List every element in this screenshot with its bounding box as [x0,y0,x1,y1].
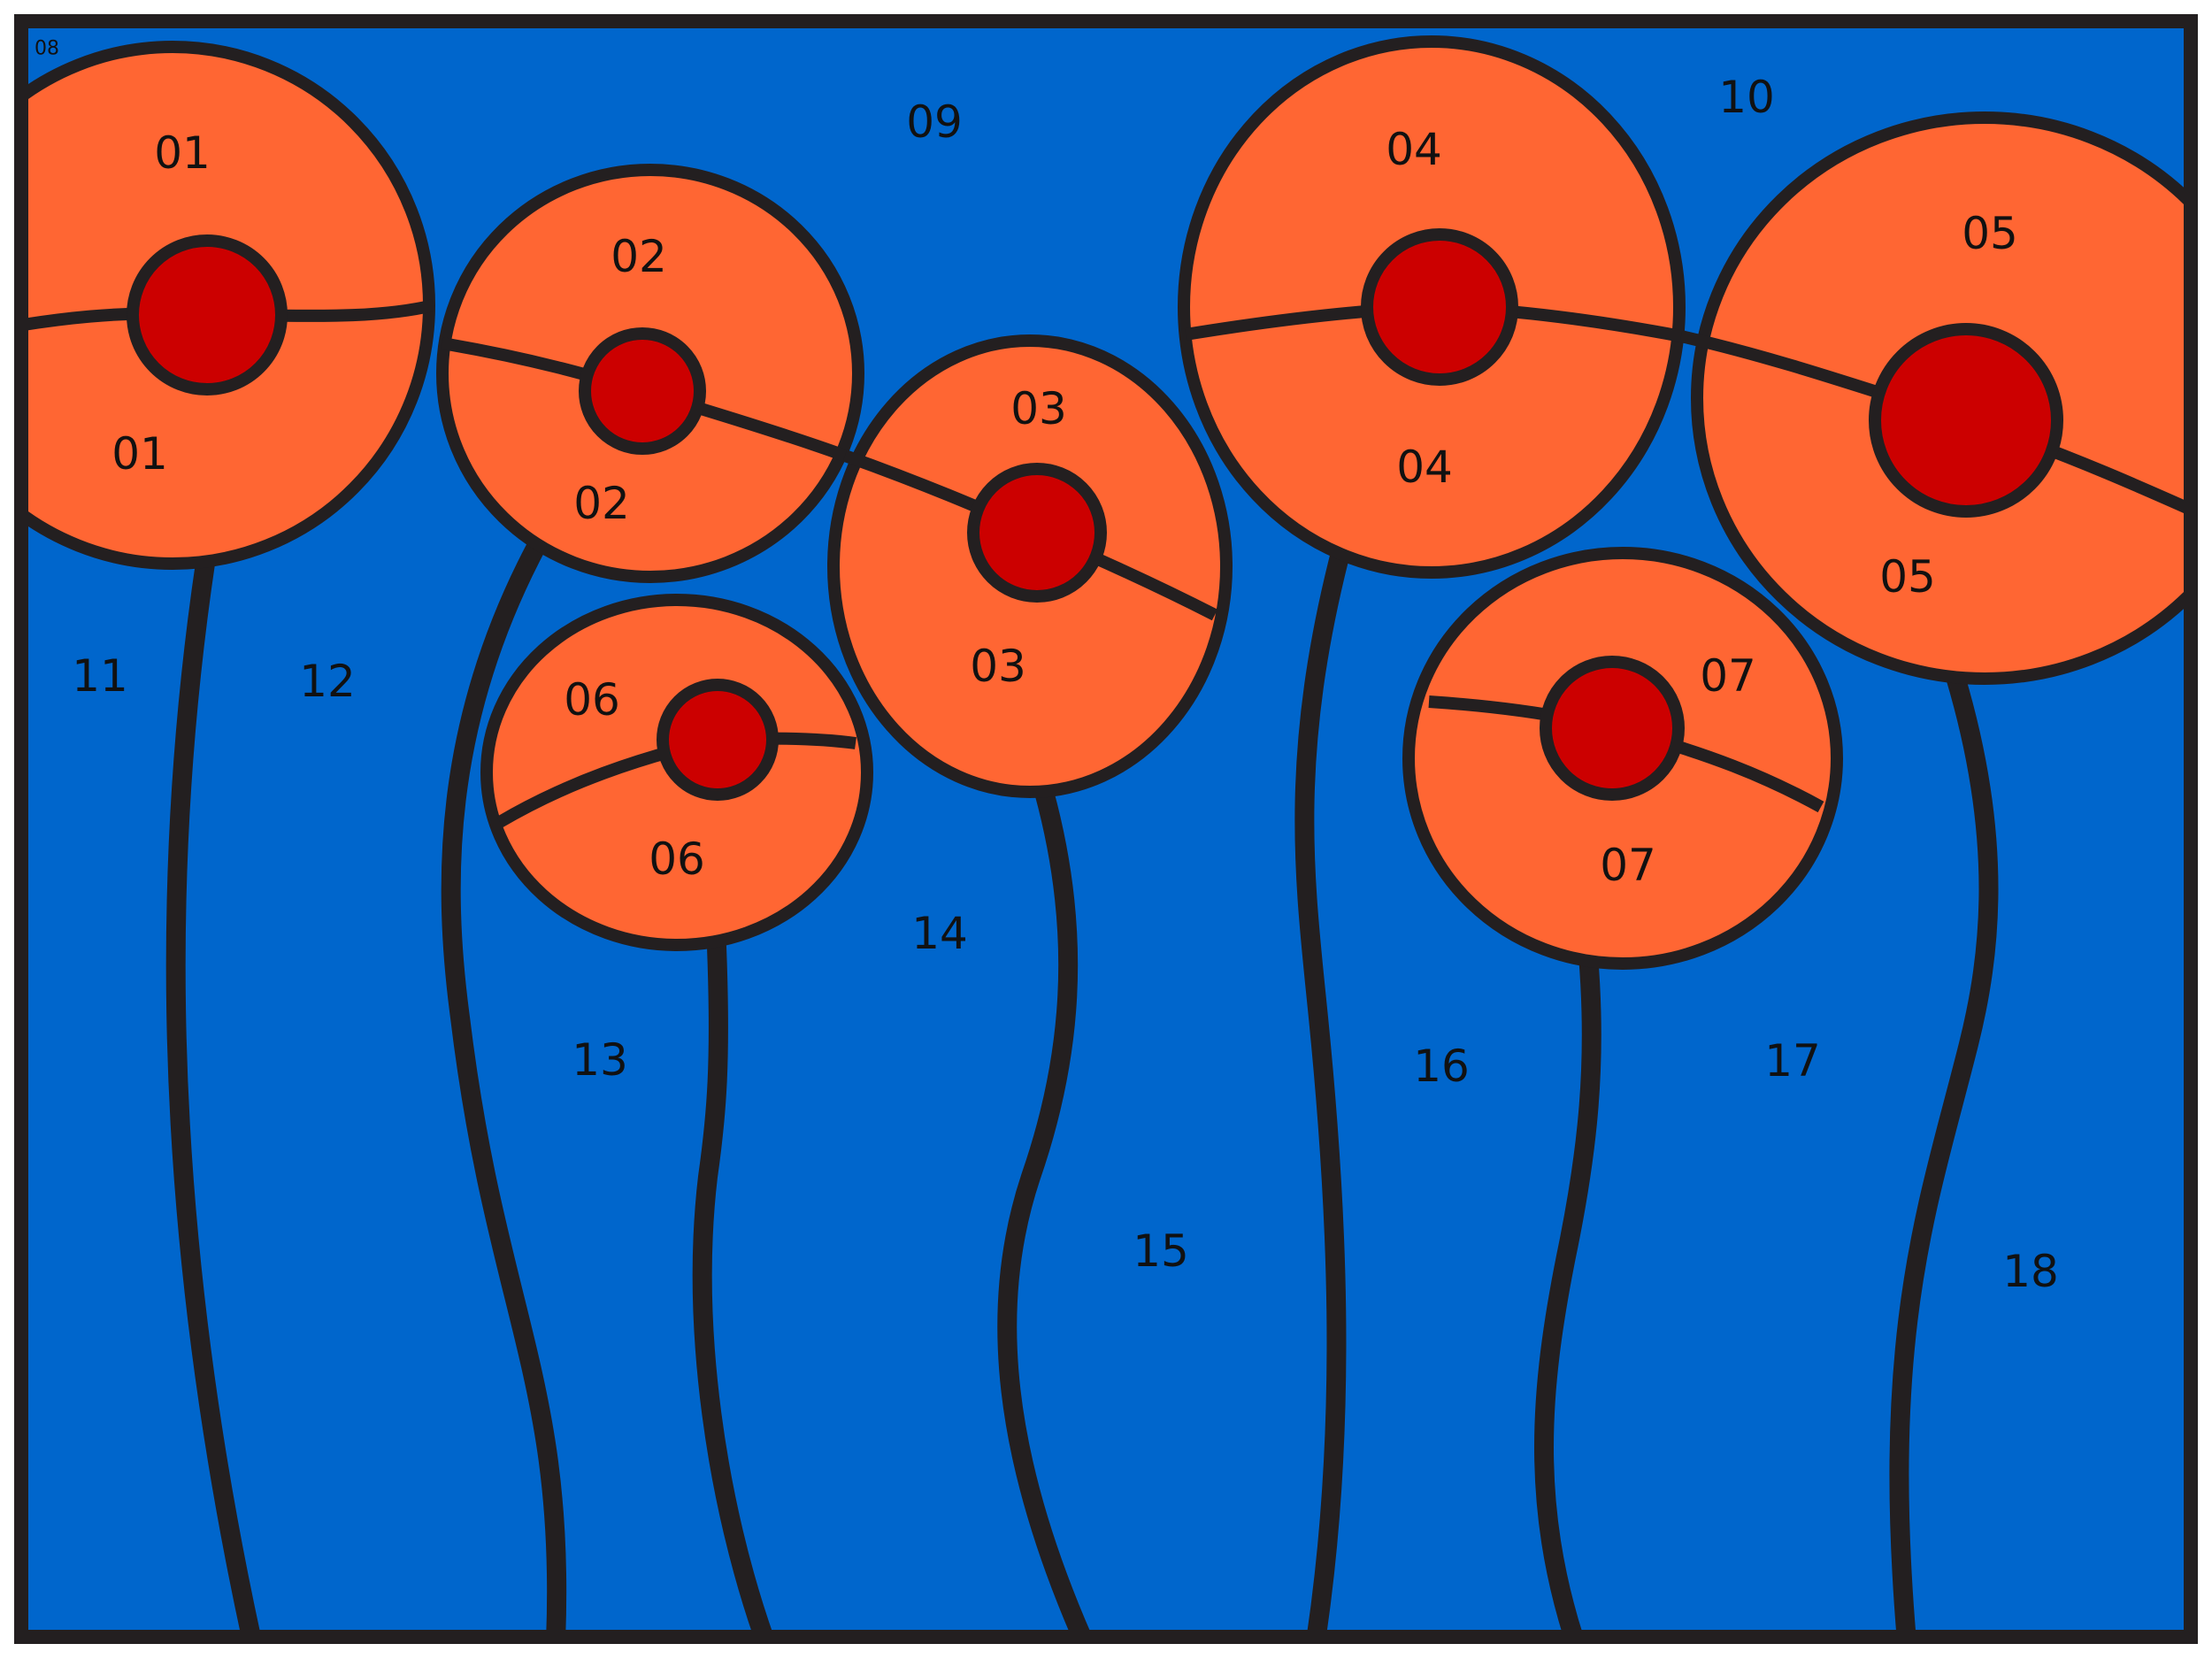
region-label: 09 [906,96,963,148]
region-label: 06 [564,674,620,726]
flower-6 [480,594,873,951]
region-label: 01 [154,127,211,179]
artwork: 01 01 02 02 03 03 04 04 05 05 06 06 07 0… [21,35,2191,1637]
flower-center [967,463,1107,603]
region-label: 07 [1700,650,1756,702]
stem-4 [1294,543,1350,1637]
stem-5 [1889,667,1999,1637]
region-label: 18 [2002,1246,2059,1297]
region-labels: 01 01 02 02 03 03 04 04 05 05 06 06 07 0… [35,38,2059,1298]
stems [165,539,1999,1637]
stem-3 [997,782,1093,1637]
region-label: 15 [1133,1225,1189,1277]
flower-3 [827,334,1233,798]
flower-center [127,234,288,396]
flower-center [1361,228,1518,386]
flower-4 [1178,35,1686,579]
flower-1 [21,41,435,570]
region-label: 07 [1600,840,1656,891]
region-label: 08 [35,38,59,60]
flower-7 [1402,547,1843,970]
flowers [21,35,2191,970]
flower-center [1869,323,2063,518]
region-label: 11 [72,650,128,702]
flower-center [579,327,706,455]
region-label: 06 [649,833,705,885]
stem-2 [441,539,567,1637]
region-label: 14 [911,908,968,959]
region-label: 17 [1764,1035,1821,1087]
region-label: 04 [1396,442,1453,493]
region-label: 05 [1962,208,2018,259]
outer-frame [14,14,2198,1644]
region-label: 03 [1010,383,1067,434]
region-label: 04 [1386,124,1442,175]
stem-7 [1534,946,1601,1637]
region-label: 13 [572,1034,628,1086]
region-label: 05 [1879,551,1936,603]
region-label: 01 [111,428,168,480]
region-label: 02 [611,231,667,282]
flower-2 [436,164,864,583]
stem-1 [165,548,262,1637]
flower-5 [1679,111,2191,685]
region-label: 02 [573,478,630,529]
flower-center [1540,656,1685,801]
region-label: 03 [970,641,1026,692]
region-label: 12 [299,656,356,707]
flower-center [657,679,779,801]
region-label: 16 [1413,1041,1470,1092]
region-label: 10 [1718,72,1775,123]
stem-6 [692,937,774,1637]
